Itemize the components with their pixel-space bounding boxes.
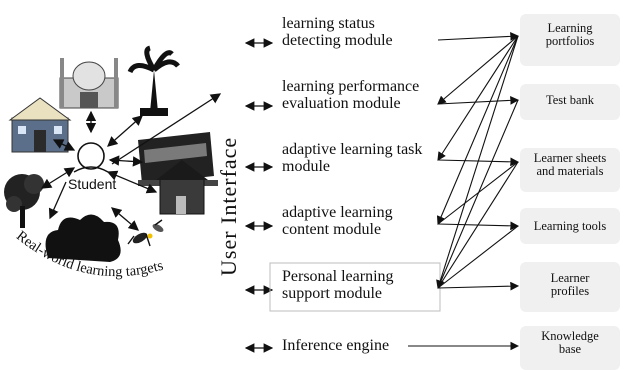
module-label-line2: support module (282, 284, 382, 302)
tree-icon (4, 174, 44, 228)
student-label: Student (68, 176, 117, 192)
student-train-arrow (108, 155, 144, 167)
student-house-arrow (106, 170, 158, 194)
student-insects-arrow (111, 207, 139, 231)
insects-icon (127, 219, 164, 247)
database-test-bank: Test bank (524, 93, 616, 107)
module-label-line1: Personal learning (282, 268, 394, 285)
module-personal-support: Personal learning support module (282, 268, 394, 303)
database-label-line2: base (558, 342, 582, 357)
house-icon (156, 160, 208, 215)
database-label-line1: Learner sheets (533, 151, 607, 165)
student-bushes-arrow (48, 181, 67, 220)
student-palm-arrow (107, 115, 143, 147)
database-learning-tools: Learning tools (524, 219, 616, 233)
database-scroll-profiles (520, 262, 620, 312)
student-school-arrow (52, 139, 76, 151)
database-label-line1: Learning tools (533, 219, 607, 233)
database-scroll-sheets (520, 148, 620, 192)
database-scroll-tools (520, 208, 620, 244)
palace-icon (59, 58, 119, 109)
database-label-line1: Learning (547, 21, 593, 35)
palm-tree-icon (127, 45, 180, 116)
student-icon (73, 142, 109, 173)
database-label-line2: portfolios (545, 34, 595, 49)
module-label-line1: Inference engine (282, 337, 390, 354)
module-database-connectors (408, 31, 520, 351)
database-label-line2: profiles (550, 284, 590, 299)
module-label-line2: detecting module (282, 31, 393, 49)
database-label-line1: Test bank (545, 93, 595, 107)
module-adaptive-content: adaptive learning content module (282, 204, 393, 239)
module-label-line1: learning performance (282, 78, 420, 95)
database-label-line1: Learner (550, 271, 590, 285)
database-scroll-knowledge (520, 326, 620, 370)
module-label-line2: content module (282, 220, 382, 238)
module-performance-evaluation: learning performance evaluation module (282, 78, 420, 113)
database-knowledge-base: Knowledge base (524, 329, 616, 357)
student-interface-arrow (111, 93, 222, 165)
database-label-line1: Knowledge (541, 329, 599, 343)
database-scroll-portfolios (520, 14, 620, 66)
database-scroll-test-bank (520, 84, 620, 120)
interface-module-arrows (244, 38, 274, 353)
module-label-line1: learning status (282, 15, 375, 32)
database-learner-profiles: Learner profiles (524, 271, 616, 299)
database-learner-sheets: Learner sheets and materials (524, 151, 616, 179)
module-label-line1: adaptive learning task (282, 141, 423, 158)
module-learning-status: learning status detecting module (282, 15, 393, 50)
user-interface-label: User Interface (216, 136, 241, 276)
bushes-icon (45, 214, 121, 262)
module-inference-engine: Inference engine (282, 337, 390, 355)
module-label-line2: evaluation module (282, 94, 401, 112)
student-tree-arrow (40, 167, 76, 189)
database-label-line2: and materials (536, 164, 604, 179)
module-label-line2: module (282, 157, 330, 175)
database-learning-portfolios: Learning portfolios (524, 21, 616, 49)
module-adaptive-task: adaptive learning task module (282, 141, 423, 176)
module-label-line1: adaptive learning (282, 204, 393, 221)
